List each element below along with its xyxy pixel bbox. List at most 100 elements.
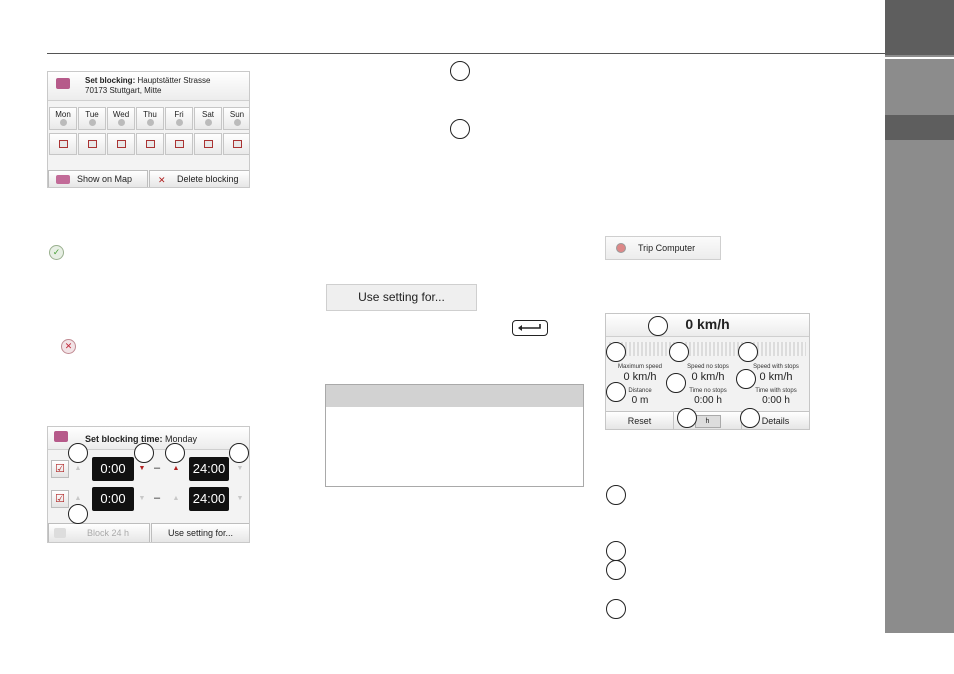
day-time-button-sun[interactable]	[223, 133, 249, 155]
speed-with-stops-value: 0 km/h	[759, 371, 793, 383]
row2-start-time: 0:00	[92, 487, 134, 511]
side-tab-strip	[885, 0, 954, 633]
day-time-button-mon[interactable]	[49, 133, 77, 155]
callout-circle	[738, 342, 758, 362]
time-no-stops-label: Time no stops	[689, 388, 727, 394]
callout-circle	[68, 504, 88, 524]
day-label: Sun	[229, 110, 245, 119]
day-toggle-tue[interactable]: Tue	[78, 107, 106, 130]
row2-checkbox[interactable]: ☑	[51, 490, 69, 508]
delete-blocking-button[interactable]: ✕ Delete blocking	[149, 170, 249, 187]
day-check-icon	[204, 119, 212, 126]
callout-circle	[165, 443, 185, 463]
set-blocking-screen: Set blocking: Hauptstätter Strasse 70173…	[47, 71, 250, 188]
blocking-time-label: Set blocking time:	[85, 434, 163, 444]
day-check-icon	[59, 119, 67, 126]
row2-end-down-arrow[interactable]: ▼	[236, 495, 244, 502]
callout-circle	[606, 599, 626, 619]
show-on-map-button[interactable]: Show on Map	[48, 170, 148, 187]
distance-label: Distance	[628, 388, 652, 394]
row2-end-up-arrow[interactable]: ▲	[172, 495, 180, 502]
day-toggle-sun[interactable]: Sun	[223, 107, 249, 130]
day-toggle-thu[interactable]: Thu	[136, 107, 164, 130]
callout-circle	[666, 373, 686, 393]
side-tab-top	[885, 0, 954, 55]
row1-start-down-arrow[interactable]: ▼	[138, 465, 146, 472]
callout-circle	[134, 443, 154, 463]
blocking-icon	[56, 78, 70, 89]
callout-circle	[606, 485, 626, 505]
time-with-stops-label: Time with stops	[755, 388, 797, 394]
callout-circle	[606, 342, 626, 362]
unit-toggle-label: h	[694, 415, 721, 429]
row1-checkbox[interactable]: ☑	[51, 460, 69, 478]
confirm-check-icon: ✓	[49, 245, 64, 260]
details-label: Details	[761, 416, 790, 426]
callout-circle	[606, 382, 626, 402]
day-check-icon	[88, 119, 96, 126]
callout-circle	[229, 443, 249, 463]
back-key-icon	[512, 320, 548, 336]
use-setting-for-label: Use setting for...	[358, 290, 445, 304]
set-blocking-header: Set blocking: Hauptstätter Strasse 70173…	[48, 72, 249, 101]
day-label: Thu	[143, 110, 157, 119]
day-toggle-fri[interactable]: Fri	[165, 107, 193, 130]
row1-start-time: 0:00	[92, 457, 134, 481]
cancel-x-icon: ✕	[61, 339, 76, 354]
day-label: Mon	[55, 110, 71, 119]
clock-icon	[203, 140, 213, 148]
distance-value: 0 m	[631, 395, 649, 406]
reset-label: Reset	[627, 416, 652, 426]
speed-no-stops-value: 0 km/h	[691, 371, 725, 383]
day-label: Sat	[201, 110, 214, 119]
note-box	[325, 384, 584, 487]
callout-circle	[606, 541, 626, 561]
day-time-button-sat[interactable]	[194, 133, 222, 155]
day-toggle-mon[interactable]: Mon	[49, 107, 77, 130]
row1-start-up-arrow[interactable]: ▲	[74, 465, 82, 472]
row2-end-time: 24:00	[189, 487, 229, 511]
day-time-button-wed[interactable]	[107, 133, 135, 155]
use-setting-for-button[interactable]: Use setting for...	[326, 284, 477, 311]
note-box-header	[326, 385, 583, 407]
callout-circle	[740, 408, 760, 428]
current-speed: 0 km/h	[685, 316, 730, 332]
day-label: Tue	[85, 110, 99, 119]
trip-computer-button[interactable]: Trip Computer	[605, 236, 721, 260]
clock-icon	[232, 140, 242, 148]
blocking-time-icon	[54, 431, 68, 442]
delete-icon: ✕	[158, 175, 166, 185]
day-toggle-wed[interactable]: Wed	[107, 107, 135, 130]
time-no-stops-value: 0:00 h	[694, 395, 722, 406]
header-rule	[47, 53, 885, 54]
reset-button[interactable]: Reset	[606, 411, 674, 429]
use-setting-for-small-button[interactable]: Use setting for...	[151, 523, 249, 542]
block-24h-button[interactable]: Block 24 h	[48, 523, 150, 542]
row2-start-up-arrow[interactable]: ▲	[74, 495, 82, 502]
row1-end-up-arrow[interactable]: ▲	[172, 465, 180, 472]
block-24h-icon	[54, 528, 66, 538]
callout-circle	[648, 316, 668, 336]
callout-circle	[677, 408, 697, 428]
clock-icon	[116, 140, 126, 148]
callout-circle	[450, 119, 470, 139]
day-time-button-fri[interactable]	[165, 133, 193, 155]
day-time-button-tue[interactable]	[78, 133, 106, 155]
callout-circle	[669, 342, 689, 362]
callout-circle	[450, 61, 470, 81]
row2-dash: –	[154, 492, 161, 504]
row2-start-down-arrow[interactable]: ▼	[138, 495, 146, 502]
day-check-icon	[146, 119, 154, 126]
trip-computer-screen: 0 km/h Maximum speed Speed no stops Spee…	[605, 313, 810, 430]
delete-blocking-label: Delete blocking	[177, 174, 239, 184]
day-check-icon	[117, 119, 125, 126]
day-toggle-sat[interactable]: Sat	[194, 107, 222, 130]
side-tab-separator	[885, 57, 954, 59]
day-label: Wed	[112, 110, 130, 119]
row1-end-time: 24:00	[189, 457, 229, 481]
set-blocking-label: Set blocking:	[85, 76, 136, 85]
map-icon	[56, 175, 70, 184]
day-time-button-thu[interactable]	[136, 133, 164, 155]
day-label: Fri	[174, 110, 184, 119]
row1-end-down-arrow[interactable]: ▼	[236, 465, 244, 472]
